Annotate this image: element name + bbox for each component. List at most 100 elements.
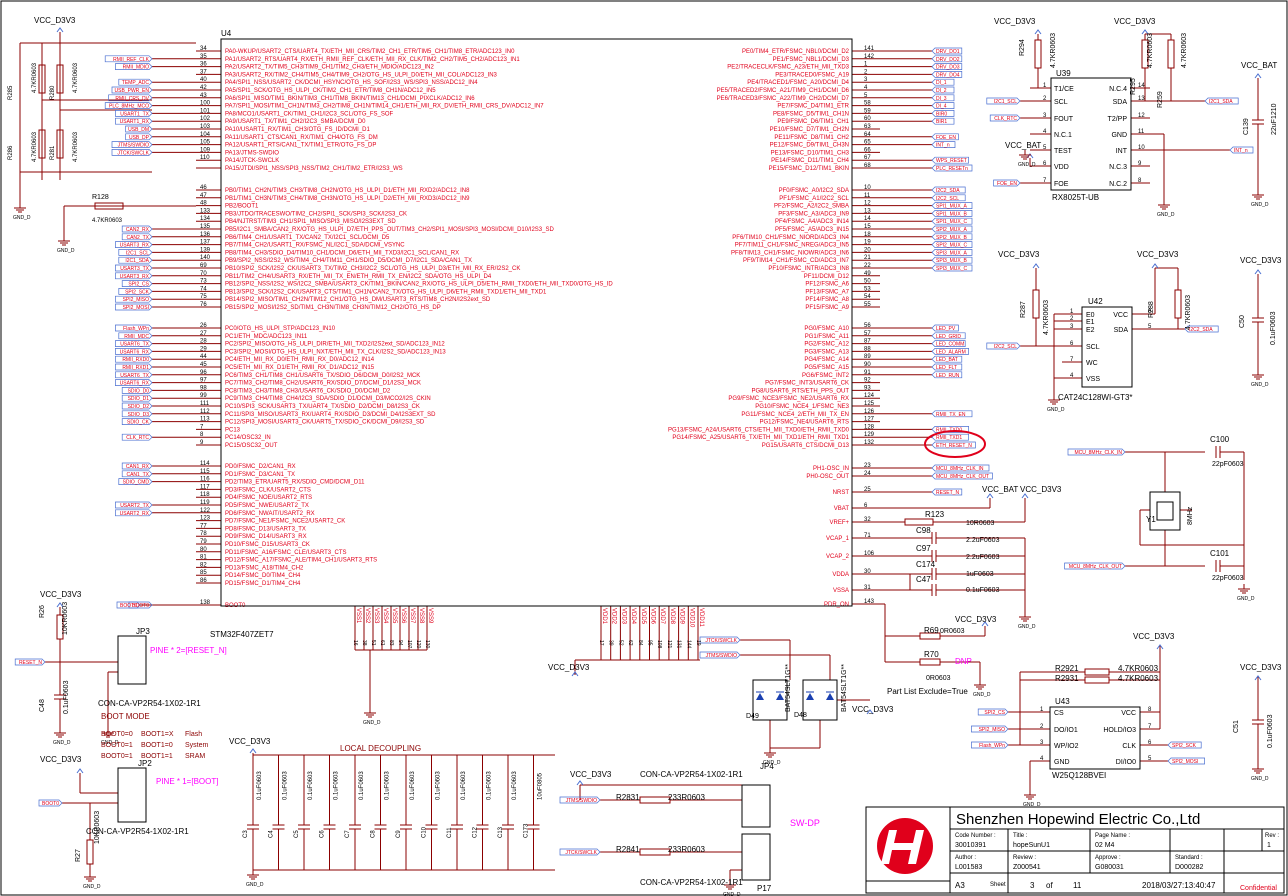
mcu-right-pin-name-56: VSSA bbox=[833, 588, 849, 594]
vss-pin-name-6: VSS7 bbox=[409, 608, 415, 624]
mcu-left-net-10-tag bbox=[125, 125, 153, 133]
mcu-right-net-8-tag bbox=[931, 110, 955, 117]
eeprom-r2-ref: R288 bbox=[1148, 301, 1155, 318]
mcu-left-pin-num-12: 105 bbox=[200, 140, 211, 146]
mcu-left-pin-name-42: PC10/SPI3_SCK/USART3_TX/UART4_TX/SDIO_D2… bbox=[225, 404, 420, 410]
mcu-right-net-38: LED_RUN bbox=[936, 373, 960, 379]
vbat-arrow-mcu bbox=[986, 493, 994, 499]
left-r128-ref: R128 bbox=[92, 194, 109, 201]
mcu-left-net-46-tag bbox=[121, 433, 153, 441]
rtc-right-name-6: N.C.2 bbox=[1109, 181, 1127, 188]
tb-review-label: Review : bbox=[1013, 855, 1036, 861]
swd-diode-1 bbox=[776, 693, 784, 700]
rtc-clk-net-tag bbox=[989, 114, 1021, 122]
mcu-right-pin-num-53: 71 bbox=[864, 533, 871, 539]
power-r69-val: 0R0603 bbox=[940, 628, 965, 635]
mcu-left-net-28: SPI2_CS bbox=[128, 282, 149, 288]
vss-pin-name-1: VSS2 bbox=[364, 608, 370, 624]
mcu-left-net-5: USB_PWR_EN bbox=[115, 88, 150, 94]
mcu-right-net-33-tag bbox=[931, 332, 966, 340]
decoupling-cap-val-9: 0.1uF0603 bbox=[487, 771, 493, 800]
eeprom-left-num-5: 4 bbox=[1070, 373, 1074, 379]
swd-diode-2 bbox=[806, 693, 814, 700]
mcu-right-pin-name-19: PF3/FSMC_A3/ADC3_IN9 bbox=[778, 211, 849, 217]
mcu-left-net-38-tag bbox=[115, 371, 153, 379]
mcu-left-pin-name-37: PC5/ETH_MII_RX_D1/ETH_RMII_RX_D1/ADC12_I… bbox=[225, 365, 375, 371]
boot-boot0-net-2-tag bbox=[38, 799, 63, 807]
mcu-left-pin-name-22: PB6/TIM4_CH1/USART1_TX/CAN2_TX/I2C1_SCL/… bbox=[225, 235, 390, 241]
gnd-decoupling-label: GND_D bbox=[246, 882, 264, 888]
boot-mode-title: BOOT MODE bbox=[101, 712, 150, 721]
mcu-right-pin-name-39: PG7/FSMC_INT3/USART6_CK bbox=[765, 381, 849, 387]
mcu-left-pin-num-24: 139 bbox=[200, 247, 211, 253]
rtc-right-num-4: 10 bbox=[1138, 145, 1145, 151]
mcu-left-net-42-tag bbox=[121, 402, 153, 410]
tb-page-label: Page Name : bbox=[1095, 833, 1130, 839]
mcu-left-pin-num-50: 116 bbox=[200, 477, 210, 483]
mcu-left-pin-num-21: 135 bbox=[200, 224, 211, 230]
boot-boot0-net: BOOT0 bbox=[120, 603, 137, 609]
res-r2831 bbox=[639, 796, 671, 804]
mcu-right-pin-name-20: PF4/FSMC_A4/ADC3_IN14 bbox=[775, 219, 850, 225]
mcu-right-net-21: SPI2_MUX_A bbox=[936, 227, 968, 233]
mcu-left-pin-num-8: 101 bbox=[200, 108, 211, 114]
boot-jp3-note: PINE * 2=[RESET_N] bbox=[150, 646, 227, 655]
mcu-right-pin-num-51: 6 bbox=[864, 503, 868, 509]
eeprom-body bbox=[1081, 306, 1133, 388]
crystal-in-net: MCU_8MHz_CLK_IN bbox=[1074, 450, 1122, 456]
mcu-right-net-25-tag bbox=[931, 256, 973, 264]
mcu-left-pin-num-31: 76 bbox=[200, 302, 207, 308]
mcu-left-net-31-tag bbox=[115, 303, 153, 311]
mcu-right-pin-num-24: 20 bbox=[864, 247, 871, 253]
swd-r1-ref: R2831 bbox=[616, 793, 640, 802]
boot-mode-0-b1: BOOT1=X bbox=[141, 731, 174, 738]
mcu-left-pin-num-62: 85 bbox=[200, 570, 207, 576]
mcu-right-pin-num-33: 57 bbox=[864, 331, 871, 337]
mcu-left-net-48-tag bbox=[121, 462, 153, 470]
decoupling-cap-ref-5: C8 bbox=[371, 830, 377, 838]
mcu-left-pin-num-46: 8 bbox=[200, 432, 204, 438]
tb-title-label: Title : bbox=[1013, 833, 1028, 839]
vdd-pin-num-3: 62 bbox=[627, 640, 633, 646]
mcu-right-pin-name-54: VCAP_2 bbox=[826, 554, 850, 560]
mcu-right-pin-num-47: 132 bbox=[864, 440, 875, 446]
swd-swdio-net-tag bbox=[559, 796, 601, 804]
mcu-left-net-28-tag bbox=[121, 280, 153, 287]
mcu-right-net-19: SPI1_MUX_B bbox=[936, 211, 968, 217]
decoupling-block: LOCAL DECOUPLING bbox=[340, 744, 421, 753]
mcu-left-pin-name-41: PC9/TIM3_CH4/TIM8_CH4/I2C3_SDA/SDIO_D1/D… bbox=[225, 396, 431, 402]
eeprom-ref: U42 bbox=[1088, 297, 1103, 306]
swd-swdio-net: JTMS/SWDIO bbox=[566, 798, 597, 804]
mcu-left-pin-num-47: 9 bbox=[200, 440, 204, 446]
tb-approve-label: Approve : bbox=[1095, 855, 1121, 861]
mcu-left-net-53: USART2_TX bbox=[120, 503, 149, 509]
vdd-pin-num-2: 52 bbox=[617, 640, 623, 646]
mcu-right-pin-name-51: VBAT bbox=[834, 506, 850, 512]
mcu-left-pin-num-53: 119 bbox=[200, 500, 210, 506]
mcu-left-pin-name-26: PB10/SPI2_SCK/I2S2_CK/USART3_TX/TIM2_CH3… bbox=[225, 266, 520, 272]
mcu-left-pin-num-38: 96 bbox=[200, 370, 207, 376]
mcu-right-net-0: DRV_DO1 bbox=[936, 49, 960, 55]
vss-pin-name-8: VSS9 bbox=[427, 608, 433, 624]
mcu-right-pin-num-12: 65 bbox=[864, 140, 871, 146]
mcu-left-pin-num-56: 77 bbox=[200, 523, 207, 529]
vcc-arrow-flash bbox=[1156, 644, 1164, 650]
rtc-left-num-2: 3 bbox=[1043, 113, 1047, 119]
flash-right-num-0: 8 bbox=[1148, 707, 1152, 713]
vcc-label-rtc: VCC_D3V3 bbox=[994, 17, 1036, 26]
vcc-label-r69: VCC_D3V3 bbox=[955, 615, 997, 624]
vcc-label-boot2: VCC_D3V3 bbox=[40, 755, 82, 764]
vcc-label-eeprom-2: VCC_D3V3 bbox=[1137, 250, 1179, 259]
mcu-right-net-12: INT_n bbox=[936, 143, 950, 149]
rtc-ref: U39 bbox=[1056, 69, 1071, 78]
mcu-left-pin-num-39: 97 bbox=[200, 378, 207, 384]
mcu-right-pin-num-18: 12 bbox=[864, 201, 871, 207]
mcu-right-pin-name-29: PF13/FSMC_A7 bbox=[805, 289, 849, 295]
res-r287 bbox=[1032, 289, 1040, 319]
rtc-right-num-5: 9 bbox=[1138, 161, 1142, 167]
mcu-body bbox=[220, 38, 853, 607]
mcu-right-net-36-tag bbox=[931, 355, 963, 363]
flash-left-name-0: CS bbox=[1054, 710, 1064, 717]
flash-part: W25Q128BVEI bbox=[1052, 771, 1106, 780]
